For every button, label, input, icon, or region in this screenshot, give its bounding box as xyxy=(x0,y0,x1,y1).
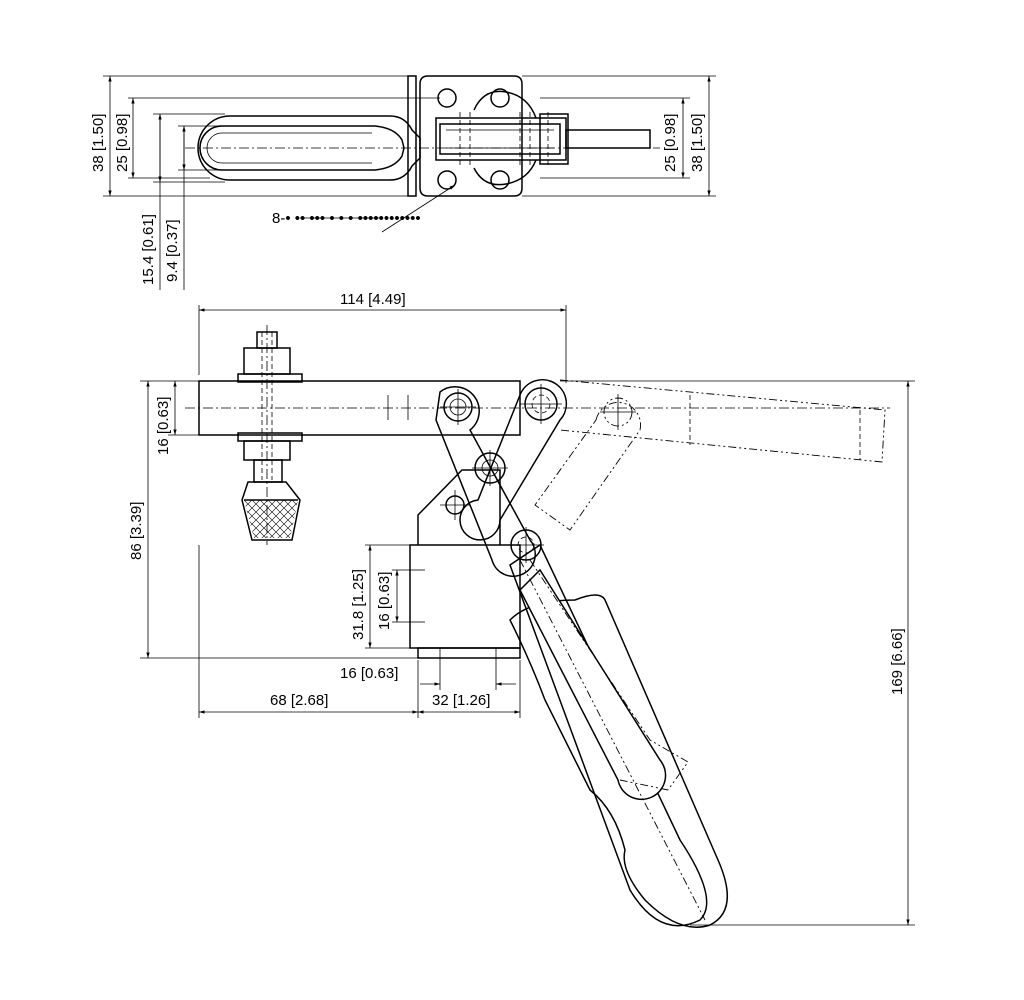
dim-base-hole-spacing: 16 [0.63] xyxy=(376,572,393,630)
dim-overall-length: 114 [4.49] xyxy=(340,291,406,308)
dim-top-left-inner: 25 [0.98] xyxy=(114,114,131,172)
dim-bar-thickness: 16 [0.63] xyxy=(155,397,172,455)
dim-spindle-offset: 68 [2.68] xyxy=(270,692,328,709)
side-view xyxy=(140,305,915,928)
top-view-dimensions xyxy=(103,75,716,290)
dim-top-left-outer: 38 [1.50] xyxy=(90,114,107,172)
dim-base-width: 32 [1.26] xyxy=(432,692,490,709)
dim-overall-height: 169 [6.66] xyxy=(889,628,906,695)
dim-height-total: 86 [3.39] xyxy=(128,502,145,560)
top-view xyxy=(185,75,660,233)
dim-base-offset: 16 [0.63] xyxy=(340,665,398,682)
dim-slot-inner: 9.4 [0.37] xyxy=(164,219,181,282)
dim-slot-outer: 15.4 [0.61] xyxy=(140,214,157,285)
holes-note: 8-• •• ••• • • • •••••••••••• xyxy=(272,210,421,227)
dim-top-right-inner: 25 [0.98] xyxy=(662,114,679,172)
dim-base-height: 31.8 [1.25] xyxy=(350,569,367,640)
dim-top-right-outer: 38 [1.50] xyxy=(689,114,706,172)
